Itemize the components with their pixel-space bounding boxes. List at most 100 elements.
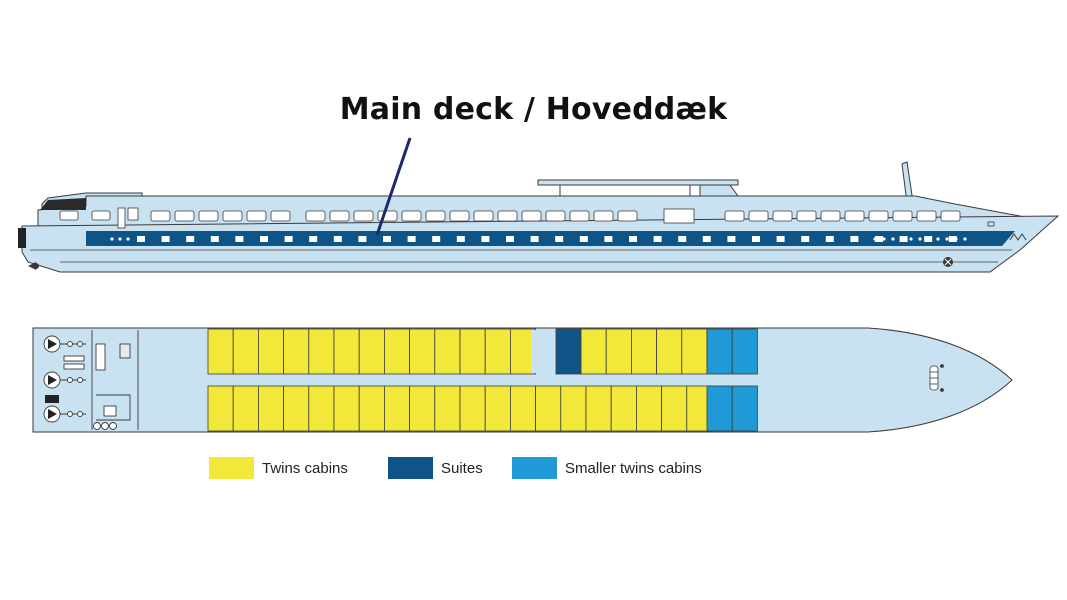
cabins — [207, 328, 758, 432]
upper-window — [617, 210, 638, 222]
porthole — [945, 237, 949, 241]
smaller-twins-cabin — [731, 328, 758, 375]
aft-window-2 — [91, 210, 111, 221]
aft-window-1 — [59, 210, 79, 221]
upper-window — [473, 210, 494, 222]
twins-cabin — [610, 385, 637, 432]
twins-cabin — [681, 328, 708, 375]
main-deck-window — [579, 236, 588, 242]
main-deck-window — [284, 236, 293, 242]
main-deck-window — [161, 236, 170, 242]
legend-twins-label: Twins cabins — [262, 459, 348, 477]
legend-twins: Twins cabins — [209, 457, 348, 479]
twins-cabin — [459, 328, 486, 375]
main-deck-window — [752, 236, 760, 242]
stair-area — [531, 330, 555, 373]
main-deck-band — [86, 231, 1015, 246]
upper-window — [222, 210, 243, 222]
porthole — [936, 237, 940, 241]
bow-emblem-icon — [1009, 233, 1027, 241]
bow-light — [987, 221, 995, 227]
main-deck-window — [555, 236, 564, 242]
main-deck-window — [702, 236, 711, 242]
porthole — [882, 237, 886, 241]
upper-window — [449, 210, 470, 222]
twins-cabin — [283, 328, 310, 375]
main-deck-window — [727, 236, 736, 242]
main-deck-window — [506, 236, 514, 242]
porthole — [954, 237, 958, 241]
twins-cabin — [560, 385, 587, 432]
twins-cabin — [232, 328, 259, 375]
upper-window — [844, 210, 865, 222]
upper-window — [593, 210, 614, 222]
twins-cabin — [459, 385, 486, 432]
legend-suites-label: Suites — [441, 459, 483, 477]
porthole — [873, 237, 877, 241]
main-deck-window — [776, 236, 785, 242]
upper-window — [425, 210, 446, 222]
legend-small-twins-swatch — [512, 457, 557, 479]
legend-suites-swatch — [388, 457, 433, 479]
main-deck-window — [260, 236, 268, 242]
twins-cabin — [409, 385, 436, 432]
upper-window — [868, 210, 889, 222]
twins-cabin — [257, 385, 284, 432]
porthole — [126, 237, 130, 241]
upper-window — [748, 210, 769, 222]
stern-top — [40, 198, 86, 210]
main-deck-window — [333, 236, 342, 242]
main-deck-window — [210, 236, 219, 242]
aft-window-3 — [127, 207, 139, 221]
upper-window — [892, 210, 913, 222]
main-deck-window — [432, 236, 441, 242]
upper-deck-windows — [150, 210, 961, 222]
main-deck-window — [407, 236, 416, 242]
twins-cabin — [409, 328, 436, 375]
smaller-twins-cabin — [731, 385, 758, 432]
main-deck-window — [530, 236, 539, 242]
main-deck-window — [629, 236, 637, 242]
title-pointer — [375, 137, 412, 236]
main-deck-window — [186, 236, 195, 242]
smaller-twins-cabin — [706, 385, 733, 432]
twins-cabin — [358, 328, 385, 375]
upper-window — [724, 210, 745, 222]
main-deck-window — [948, 236, 957, 242]
main-deck-window — [801, 236, 810, 242]
hull-lines — [30, 249, 1012, 263]
upper-window — [772, 210, 793, 222]
twins-cabin — [383, 385, 410, 432]
porthole — [891, 237, 895, 241]
main-deck-window — [678, 236, 687, 242]
upper-window — [401, 210, 422, 222]
twins-cabin — [283, 385, 310, 432]
main-deck-window — [481, 236, 490, 242]
main-deck-window — [604, 236, 613, 242]
twins-cabin — [333, 385, 360, 432]
twins-cabin — [605, 328, 632, 375]
upper-window — [174, 210, 195, 222]
deck-plan — [32, 327, 1013, 433]
twins-cabin — [434, 328, 461, 375]
main-deck-window — [235, 236, 244, 242]
twins-cabin — [308, 328, 335, 375]
twins-cabin — [535, 385, 562, 432]
upper-window — [569, 210, 590, 222]
twins-cabin — [631, 328, 658, 375]
suite-cabin — [555, 328, 582, 375]
twins-cabin — [636, 385, 663, 432]
smaller-twins-cabin — [706, 328, 733, 375]
upper-window — [150, 210, 171, 222]
upper-window — [521, 210, 542, 222]
main-deck-window — [383, 236, 391, 242]
twins-cabin — [484, 385, 511, 432]
upper-window — [796, 210, 817, 222]
upper-window — [916, 210, 937, 222]
main-deck-window — [456, 236, 465, 242]
main-deck-window — [850, 236, 859, 242]
porthole — [110, 237, 114, 241]
twins-cabin — [207, 328, 234, 375]
twins-cabin — [585, 385, 612, 432]
